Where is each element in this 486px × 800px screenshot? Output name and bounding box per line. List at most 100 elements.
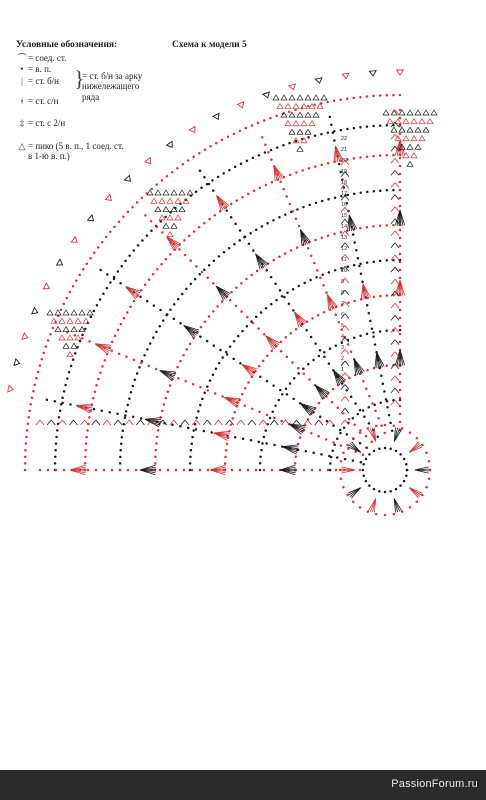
chain-dot: [322, 311, 326, 314]
chain-dot: [333, 196, 337, 199]
chain-dot: [364, 479, 368, 483]
chain-dot: [347, 447, 350, 450]
stitch-stroke: [147, 419, 152, 426]
chain-dot: [231, 417, 235, 420]
stitch-stroke: [340, 372, 346, 378]
stitch-stroke: [394, 146, 400, 152]
stitch-stroke: [344, 301, 350, 308]
chain-dot: [268, 416, 272, 420]
chain-dot: [181, 292, 184, 296]
chain-dot: [236, 334, 240, 338]
stitch-stroke: [347, 487, 361, 494]
chain-dot: [359, 126, 362, 129]
chain-dot: [183, 239, 186, 242]
chain-dot: [321, 199, 324, 203]
chain-dot: [245, 277, 248, 281]
chain-dot: [71, 285, 75, 288]
chain-dot: [260, 225, 264, 228]
chain-dot: [155, 330, 158, 334]
chain-dot: [367, 311, 371, 315]
stitch-stroke: [340, 348, 346, 355]
chain-dot: [308, 378, 311, 381]
chain-dot: [351, 436, 355, 440]
stitch-group: [296, 128, 304, 135]
chain-dot: [113, 225, 116, 228]
chain-dot: [291, 287, 295, 291]
stitch-group: [410, 117, 418, 124]
chain-dot: [97, 377, 100, 381]
chain-dot: [145, 234, 149, 237]
chain-dot: [421, 493, 424, 497]
chain-dot: [33, 383, 37, 386]
chain-dot: [339, 431, 342, 435]
single-crochet-icon: |: [21, 75, 23, 86]
chain-dot: [427, 477, 431, 481]
chain-dot: [152, 336, 155, 339]
chain-dot: [415, 436, 419, 440]
chain-dot: [265, 442, 268, 445]
stitch-group: [166, 230, 174, 238]
stitch-group: [426, 117, 434, 124]
chain-dot: [203, 320, 207, 323]
row-number: 10: [341, 268, 347, 274]
chain-dot: [83, 327, 87, 331]
stitch-group: [296, 94, 304, 101]
stitch-stroke: [216, 195, 222, 212]
chain-dot: [319, 276, 322, 280]
stitch-stroke: [390, 375, 396, 382]
chain-dot: [325, 419, 329, 423]
chain-dot: [294, 217, 298, 220]
chain-dot: [54, 455, 57, 459]
chain-dot: [266, 354, 269, 358]
stitch-stroke: [76, 405, 91, 414]
stitch-stroke: [393, 429, 402, 442]
chain-dot: [325, 395, 328, 398]
stitch-stroke: [333, 146, 337, 163]
stitch-group: [284, 120, 292, 127]
chain-dot: [330, 123, 333, 127]
shell-icon: [123, 174, 131, 182]
chain-dot: [116, 328, 120, 332]
chain-dot: [67, 370, 71, 374]
chain-dot: [398, 132, 402, 136]
chain-dot: [232, 357, 235, 361]
chain-dot: [203, 391, 206, 394]
chain-dot: [88, 416, 91, 419]
chain-dot: [265, 379, 269, 383]
stitch-stroke: [215, 285, 224, 301]
chain-dot: [102, 468, 106, 472]
chain-dot: [104, 235, 108, 239]
chain-dot: [139, 417, 143, 420]
stitch-stroke: [307, 419, 313, 426]
chain-dot: [239, 162, 243, 166]
chain-dot: [147, 278, 151, 281]
stitch-group: [316, 102, 324, 109]
chain-dot: [398, 420, 402, 424]
stitch-stroke: [344, 183, 350, 189]
chain-dot: [265, 413, 269, 417]
chain-dot: [320, 163, 323, 167]
chain-dot: [161, 319, 165, 322]
chain-dot: [238, 129, 242, 133]
chain-dot: [154, 448, 158, 452]
chain-dot: [53, 462, 57, 465]
chain-dot: [398, 228, 402, 232]
stitch-group: [422, 109, 430, 116]
chain-dot: [264, 143, 267, 147]
chain-dot: [333, 269, 337, 272]
chain-dot: [337, 162, 341, 166]
stitch-stroke: [57, 419, 63, 426]
chain-dot: [243, 404, 247, 407]
chain-dot: [398, 316, 402, 320]
row-number: 14: [341, 224, 347, 230]
stitch-stroke: [394, 230, 400, 237]
stitch-group: [66, 350, 74, 358]
chain-dot: [259, 375, 262, 378]
chain-dot: [187, 234, 191, 238]
stitch-group: [86, 309, 94, 316]
chain-dot: [326, 234, 330, 238]
stitch-stroke: [394, 158, 400, 164]
chain-dot: [155, 435, 159, 439]
shell-icon: [144, 156, 152, 165]
stitch-stroke: [390, 291, 396, 297]
